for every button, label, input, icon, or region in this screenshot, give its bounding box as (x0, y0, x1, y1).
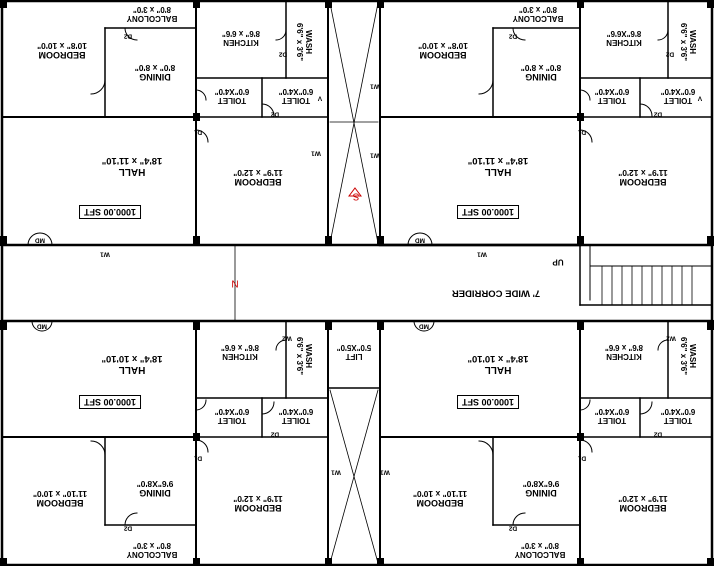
tag-w1: W1 (311, 149, 321, 157)
tr-area-box: 1000.00 SFT (456, 205, 520, 219)
tag-d2: D2 (508, 32, 518, 40)
tag-d1: D1 (577, 128, 587, 136)
tag-v: V (317, 94, 323, 102)
tag-w1: W1 (477, 250, 487, 258)
tag-w1: W1 (331, 468, 341, 476)
tag-md: MD (34, 236, 46, 244)
tag-d2: D2 (653, 110, 663, 118)
tag-md: MD (36, 322, 48, 330)
shaft2-cross-b (329, 389, 379, 564)
tag-w1: W1 (370, 82, 380, 90)
tag-d2: D2 (270, 430, 280, 438)
marker-s: S (352, 190, 360, 202)
tag-d2: D2 (653, 430, 663, 438)
tag-w1: W1 (370, 151, 380, 159)
corridor-label: 7' WIDE CORRIDER (451, 287, 541, 299)
tag-md: MD (414, 236, 426, 244)
tag-w2: W2 (666, 334, 676, 342)
stair-treads (601, 265, 693, 306)
door-swings (27, 27, 669, 526)
tag-w1: W1 (100, 250, 110, 258)
tag-d1: D1 (193, 128, 203, 136)
marker-triangle (348, 187, 362, 197)
tag-d2: D2 (665, 50, 675, 58)
marker-n: N (231, 277, 239, 289)
tag-d2: D2 (123, 524, 133, 532)
tl-area-box: 1000.00 SFT (78, 205, 142, 219)
tag-w1: W1 (380, 468, 390, 476)
tag-d2: D2 (508, 524, 518, 532)
tag-d2: D2 (278, 50, 288, 58)
tag-d2: D2 (270, 110, 280, 118)
tag-md: MD (418, 322, 430, 330)
tag-w2: W2 (282, 334, 292, 342)
stair-up-label: UP (552, 257, 564, 267)
tag-d2: D2 (123, 32, 133, 40)
br-area-box: 1000.00 SFT (456, 395, 520, 409)
bl-area-box: 1000.00 SFT (78, 395, 142, 409)
tag-d1: D1 (193, 454, 203, 462)
tag-v: V (697, 94, 703, 102)
shaft-cross-b (329, 2, 379, 244)
tag-d1: D1 (577, 454, 587, 462)
